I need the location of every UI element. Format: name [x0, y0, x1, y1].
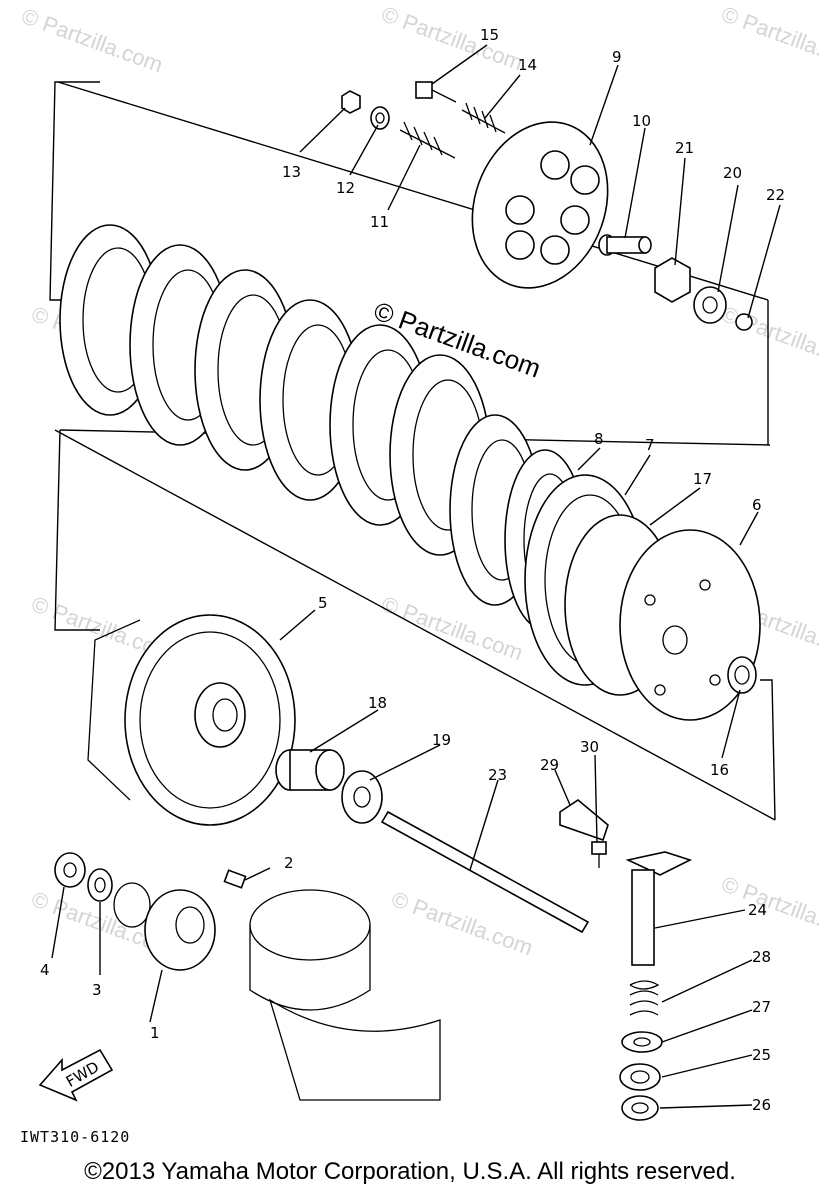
part-27-oil-seal: [621, 1031, 663, 1053]
callout-16: 16: [710, 761, 729, 779]
callout-12: 12: [336, 179, 355, 197]
watermark-tile: © Partzilla.com: [388, 886, 536, 960]
part-12-washer: [370, 106, 390, 130]
callout-20: 20: [723, 164, 742, 182]
part-29-plate: [559, 799, 609, 842]
callout-1: 1: [150, 1024, 160, 1042]
part-11-spring: [399, 121, 456, 159]
watermark-tile: © Partzilla.com: [378, 1, 526, 75]
part-26-bearing: [621, 1095, 659, 1121]
callout-4: 4: [40, 961, 50, 979]
callout-8: 8: [594, 430, 604, 448]
callout-30: 30: [580, 738, 599, 756]
callout-13: 13: [282, 163, 301, 181]
callout-7: 7: [645, 436, 655, 454]
callout-14: 14: [518, 56, 537, 74]
callout-29: 29: [540, 756, 559, 774]
callout-2: 2: [284, 854, 294, 872]
part-24-push-lever-shaft: [625, 851, 693, 966]
part-25-bearing: [619, 1063, 661, 1091]
callout-15: 15: [480, 26, 499, 44]
part-9-pressure-plate: [471, 121, 609, 289]
part-28-spring: [629, 980, 660, 1016]
callout-17: 17: [693, 470, 712, 488]
callout-24: 24: [748, 901, 767, 919]
callout-21: 21: [675, 139, 694, 157]
callout-3: 3: [92, 981, 102, 999]
part-30-screw: [591, 841, 607, 868]
watermark-tile: © Partzilla.com: [718, 871, 820, 945]
copyright-notice: ©2013 Yamaha Motor Corporation, U.S.A. A…: [84, 1158, 736, 1185]
part-22-ball: [735, 313, 753, 331]
part-2-key: [223, 869, 247, 889]
part-1-primary-drive-gear: [144, 889, 216, 971]
part-21-nut: [654, 257, 691, 303]
clutch-plate-stack: [59, 224, 586, 631]
callout-19: 19: [432, 731, 451, 749]
callout-23: 23: [488, 766, 507, 784]
part-5-clutch-housing: [87, 614, 296, 826]
fwd-arrow-icon: FWD: [38, 1048, 114, 1102]
watermark-tile: © Partzilla.com: [718, 301, 820, 375]
callout-numbers: 1 2 3 4 5 6 7 8 9 10 11 12 13 14 15 16 1…: [40, 26, 785, 1114]
callout-28: 28: [752, 948, 771, 966]
part-15-bolt: [415, 81, 457, 103]
callout-22: 22: [766, 186, 785, 204]
callout-10: 10: [632, 112, 651, 130]
part-13-nut: [341, 90, 361, 114]
callout-9: 9: [612, 48, 622, 66]
callout-25: 25: [752, 1046, 771, 1064]
diagram-code: IWT310-6120: [20, 1128, 131, 1146]
part-6-clutch-boss: [619, 529, 761, 721]
callout-26: 26: [752, 1096, 771, 1114]
callout-27: 27: [752, 998, 771, 1016]
callout-18: 18: [368, 694, 387, 712]
part-23-push-rod: [380, 810, 590, 934]
part-19-washer: [341, 770, 383, 824]
part-18-spacer: [275, 749, 345, 791]
part-4-nut: [54, 852, 86, 888]
watermark-tile: © Partzilla.com: [18, 3, 166, 77]
part-16-washer: [727, 656, 757, 694]
callout-6: 6: [752, 496, 762, 514]
part-14-spring: [461, 102, 506, 134]
callout-5: 5: [318, 594, 328, 612]
watermark-tile: © Partzilla.com: [718, 1, 820, 75]
part-20-lock-washer: [693, 286, 727, 324]
crankshaft-outline: [249, 889, 441, 1101]
part-3-washer: [87, 868, 113, 902]
part-10-push-rod-piece: [598, 234, 652, 256]
callout-leaders: [51, 44, 781, 1109]
callout-11: 11: [370, 213, 389, 231]
gear-ghost: [113, 882, 151, 928]
